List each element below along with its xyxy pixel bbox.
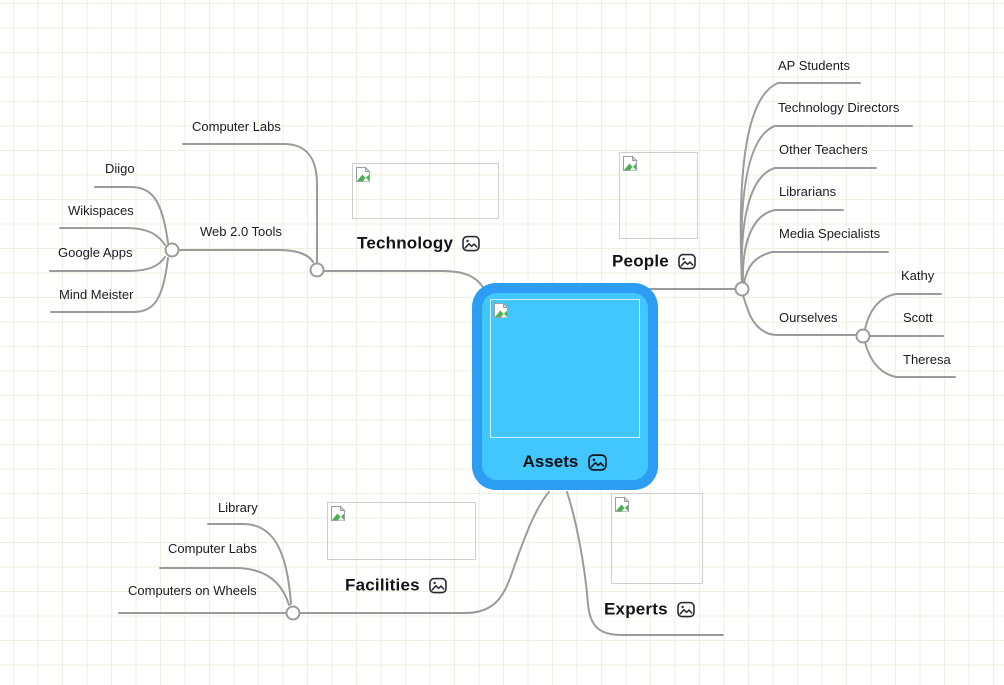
node-theresa[interactable]: Theresa bbox=[903, 352, 951, 367]
link-web20 bbox=[178, 249, 314, 263]
node-label: Diigo bbox=[105, 161, 135, 177]
experts-image-placeholder[interactable] bbox=[611, 493, 703, 584]
image-icon bbox=[428, 577, 447, 594]
node-label: Scott bbox=[903, 310, 933, 326]
broken-image-icon bbox=[623, 155, 638, 171]
node-label: Computer Labs bbox=[192, 119, 281, 135]
junction-circle[interactable] bbox=[309, 262, 325, 278]
link-google-apps bbox=[49, 256, 166, 272]
image-icon bbox=[588, 453, 608, 471]
node-label: Mind Meister bbox=[59, 287, 134, 303]
link-computer-labs-bottom bbox=[159, 567, 290, 606]
technology-image-placeholder[interactable] bbox=[352, 163, 499, 219]
node-experts[interactable]: Experts bbox=[604, 600, 695, 620]
node-label: Technology Directors bbox=[778, 100, 900, 116]
link-media-specialists bbox=[743, 251, 889, 284]
node-media-specialists[interactable]: Media Specialists bbox=[779, 226, 880, 241]
link-technology-root bbox=[323, 270, 488, 295]
broken-image-icon bbox=[331, 505, 346, 521]
junction-circle[interactable] bbox=[164, 242, 180, 258]
assets-label-row: Assets bbox=[482, 452, 648, 472]
node-label: AP Students bbox=[778, 58, 851, 74]
node-technology-directors[interactable]: Technology Directors bbox=[778, 100, 899, 115]
node-technology[interactable]: Technology bbox=[357, 234, 480, 254]
node-ap-students[interactable]: AP Students bbox=[778, 58, 850, 73]
node-facilities[interactable]: Facilities bbox=[345, 576, 447, 596]
link-library bbox=[207, 523, 292, 605]
link-ourselves bbox=[742, 294, 858, 336]
broken-image-icon bbox=[615, 496, 630, 512]
image-icon bbox=[678, 253, 696, 270]
node-label: Library bbox=[218, 500, 258, 516]
link-experts-root bbox=[566, 491, 724, 636]
node-label: Ourselves bbox=[779, 310, 838, 326]
image-icon bbox=[462, 235, 480, 252]
node-label: Assets bbox=[522, 452, 579, 471]
assets-image-placeholder[interactable] bbox=[490, 299, 640, 438]
node-other-teachers[interactable]: Other Teachers bbox=[779, 142, 868, 157]
node-label: Technology bbox=[357, 233, 454, 253]
image-icon bbox=[676, 601, 695, 618]
node-mind-meister[interactable]: Mind Meister bbox=[59, 287, 133, 302]
broken-image-icon bbox=[494, 302, 509, 318]
node-wikispaces[interactable]: Wikispaces bbox=[68, 203, 134, 218]
node-label: Web 2.0 Tools bbox=[200, 224, 282, 240]
node-label: Experts bbox=[604, 599, 668, 619]
node-ourselves[interactable]: Ourselves bbox=[779, 310, 838, 325]
node-label: Computers on Wheels bbox=[128, 583, 257, 599]
node-computer-labs-facilities[interactable]: Computer Labs bbox=[168, 541, 257, 556]
node-library[interactable]: Library bbox=[218, 500, 258, 515]
node-label: Media Specialists bbox=[779, 226, 881, 242]
node-diigo[interactable]: Diigo bbox=[105, 161, 135, 176]
node-label: Kathy bbox=[901, 268, 935, 284]
node-web20-tools[interactable]: Web 2.0 Tools bbox=[200, 224, 282, 239]
broken-image-icon bbox=[356, 166, 371, 182]
junction-circle[interactable] bbox=[285, 605, 301, 621]
junction-circle[interactable] bbox=[734, 281, 750, 297]
people-image-placeholder[interactable] bbox=[619, 152, 698, 239]
facilities-image-placeholder[interactable] bbox=[327, 502, 476, 560]
node-label: Other Teachers bbox=[779, 142, 868, 158]
link-wikispaces bbox=[59, 227, 166, 246]
link-other-teachers bbox=[740, 167, 877, 283]
link-diigo bbox=[94, 186, 169, 244]
link-kathy bbox=[864, 293, 942, 330]
junction-circle[interactable] bbox=[855, 328, 871, 344]
node-librarians[interactable]: Librarians bbox=[779, 184, 836, 199]
node-label: Google Apps bbox=[58, 245, 133, 261]
node-label: Wikispaces bbox=[68, 203, 134, 219]
node-label: Librarians bbox=[779, 184, 837, 200]
node-google-apps[interactable]: Google Apps bbox=[58, 245, 132, 260]
node-computer-labs-technology[interactable]: Computer Labs bbox=[192, 119, 281, 134]
link-theresa bbox=[864, 341, 956, 378]
node-assets[interactable]: Assets bbox=[472, 283, 658, 490]
link-mind-meister bbox=[50, 257, 169, 313]
assets-node-body: Assets bbox=[482, 293, 648, 480]
node-scott[interactable]: Scott bbox=[903, 310, 933, 325]
link-facilities-root bbox=[299, 491, 550, 614]
node-label: Computer Labs bbox=[168, 541, 257, 557]
node-label: Facilities bbox=[345, 575, 420, 595]
link-librarians bbox=[741, 209, 844, 283]
node-kathy[interactable]: Kathy bbox=[901, 268, 934, 283]
link-computer-labs-top bbox=[182, 143, 318, 263]
node-people[interactable]: People bbox=[612, 252, 696, 272]
node-computers-on-wheels[interactable]: Computers on Wheels bbox=[128, 583, 257, 598]
node-label: Theresa bbox=[903, 352, 951, 368]
node-label: People bbox=[612, 251, 669, 271]
